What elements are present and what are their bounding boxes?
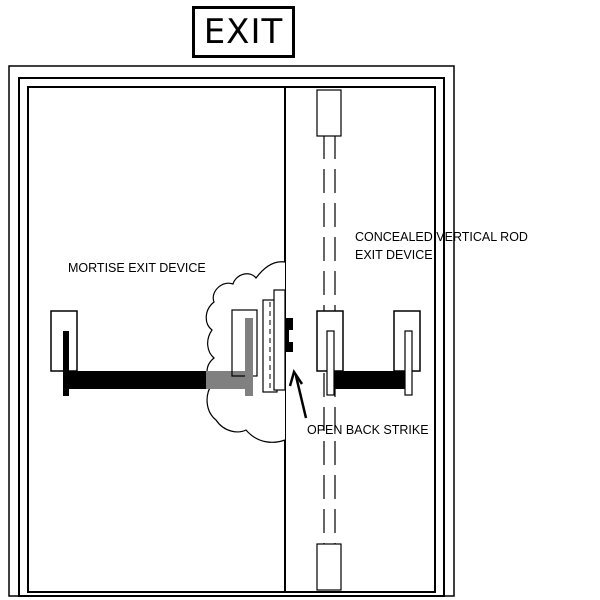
left-push-bar — [63, 371, 207, 389]
vertical-rod-label-line2: EXIT DEVICE — [355, 248, 433, 262]
vertical-rod-exit-device — [316, 310, 421, 396]
frame-inner — [18, 77, 445, 597]
top-rod-latch — [316, 89, 342, 137]
right-end-post — [404, 330, 413, 396]
mortise-lock-spindle — [245, 318, 253, 396]
exit-sign: EXIT — [192, 6, 295, 58]
mortise-lock-body — [231, 309, 258, 377]
right-push-bar — [334, 371, 410, 389]
open-back-strike — [273, 289, 294, 391]
strike-leader-arrow — [288, 369, 308, 419]
bottom-rod-latch — [316, 543, 342, 591]
vertical-rod-label-line1: CONCEALED VERTICAL ROD — [355, 230, 528, 244]
mortise-exit-device — [50, 299, 278, 396]
right-center-post — [326, 330, 335, 396]
door-frame — [8, 65, 455, 597]
mortise-exit-device-label: MORTISE EXIT DEVICE — [68, 261, 206, 275]
left-end-post — [63, 331, 69, 396]
open-back-strike-label: OPEN BACK STRIKE — [307, 423, 429, 437]
